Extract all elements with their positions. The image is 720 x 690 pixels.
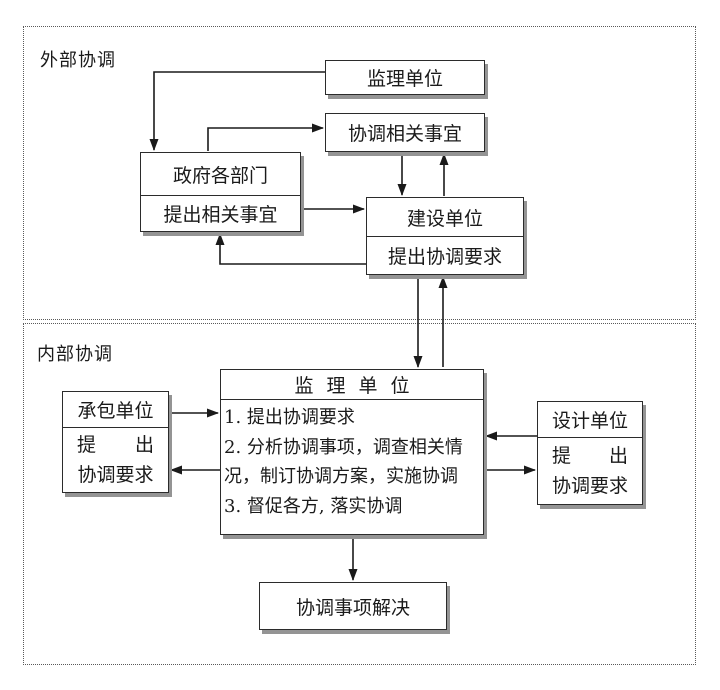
government-subtitle: 提出相关事宜 [141,195,300,231]
duty-line: 3. 督促各方, 落实协调 [224,495,403,517]
coordination-resolved-label: 协调事项解决 [295,596,410,619]
design-title: 设计单位 [551,410,628,432]
arrow-government-to-coordinate-matters [207,123,324,151]
arrow-ext-supervision-to-government [149,71,325,151]
external-section-label: 外部协调 [40,50,116,71]
contractor-title: 承包单位 [77,400,154,422]
duty-line: 况，制订协调方案，实施协调 [224,466,458,487]
government-title: 政府各部门 [172,164,268,187]
internal-supervision-title: 监 理 单 位 [294,375,410,397]
external-supervision-label: 监理单位 [366,68,443,90]
arrow-construction-to-government [215,233,366,265]
box-government-departments: 政府各部门 提出相关事宜 [140,152,301,232]
external-coordination-section [23,26,696,320]
internal-section-label: 内部协调 [37,344,113,365]
coordinate-matters-label: 协调相关事宜 [347,123,462,145]
contractor-request-line2: 协调要求 [77,464,154,486]
internal-coordination-section [23,323,696,665]
box-external-supervision-unit: 监理单位 [325,60,485,95]
box-design-unit: 设计单位 提 出 协调要求 [537,401,643,505]
box-construction-unit: 建设单位 提出协调要求 [366,197,524,275]
duty-line: 1. 提出协调要求 [224,407,355,428]
contractor-request: 提 出 协调要求 [63,427,168,492]
design-request: 提 出 协调要求 [538,437,642,504]
internal-supervision-duties: 1. 提出协调要求 2. 分析协调事项，调查相关情 况，制订协调方案，实施协调 … [221,399,483,534]
construction-title: 建设单位 [406,207,483,230]
duty-line: 2. 分析协调事项，调查相关情 [224,436,463,458]
contractor-request-line1: 提 出 [77,434,154,456]
box-coordination-resolved: 协调事项解决 [259,582,447,630]
design-request-line1: 提 出 [552,445,628,467]
box-internal-supervision-unit: 监 理 单 位 1. 提出协调要求 2. 分析协调事项，调查相关情 况，制订协调… [220,369,484,535]
design-request-line2: 协调要求 [551,475,628,497]
box-coordinate-related-matters: 协调相关事宜 [325,113,485,152]
box-contractor-unit: 承包单位 提 出 协调要求 [62,391,169,493]
construction-subtitle: 提出协调要求 [367,236,523,274]
